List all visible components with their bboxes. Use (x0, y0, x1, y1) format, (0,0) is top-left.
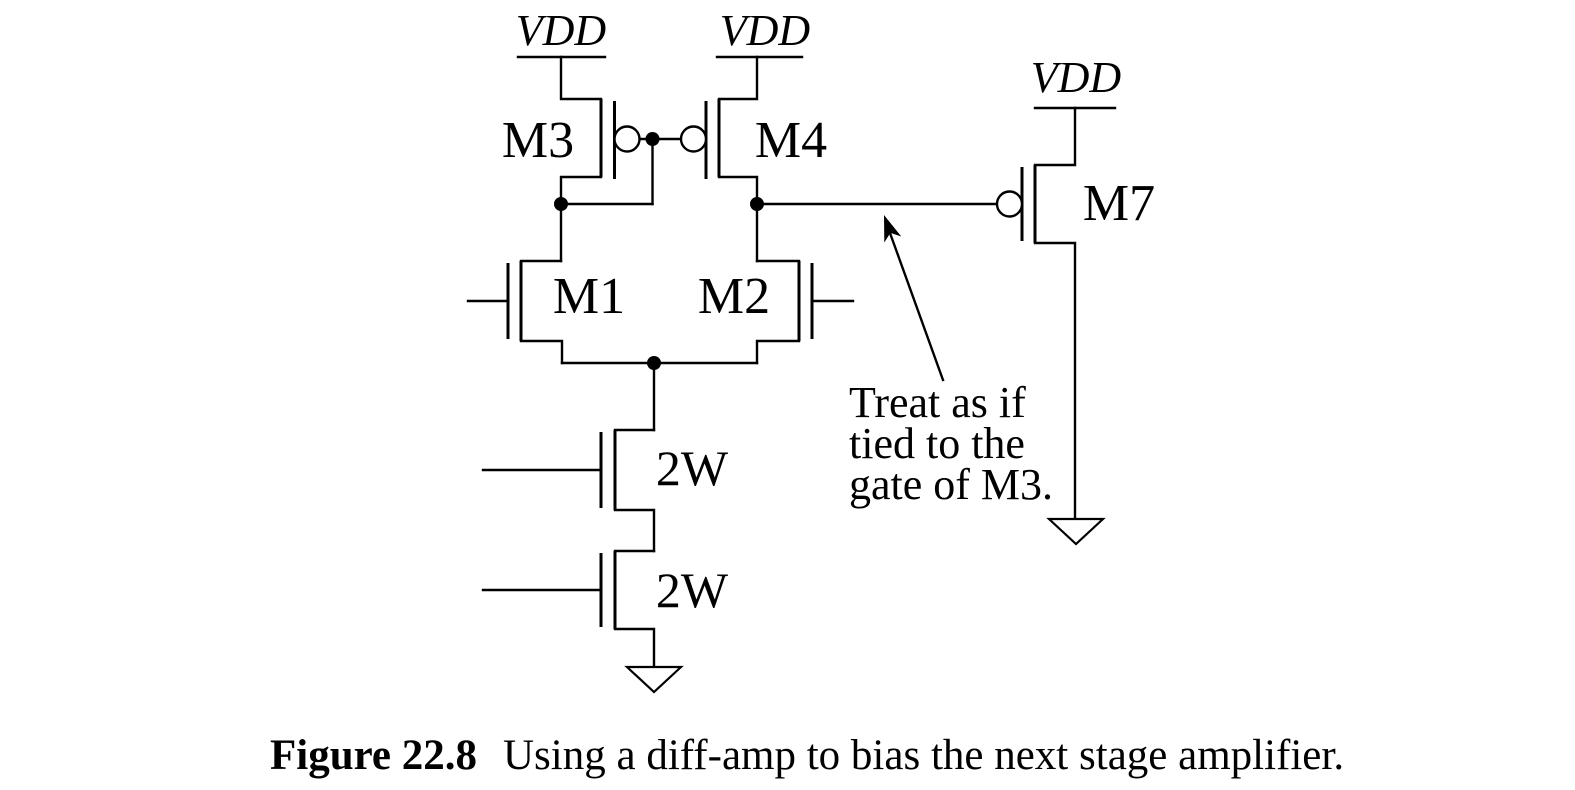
transistor-m7 (995, 165, 1037, 243)
figure-caption-text: Using a diff-amp to bias the next stage … (503, 732, 1344, 779)
annotation-line-3: gate of M3. (849, 460, 1053, 509)
ground-icon-m7 (1046, 517, 1106, 546)
ground-symbols (624, 517, 1106, 694)
node-dot-mirror-gates (645, 132, 660, 146)
label-m1: M1 (553, 268, 625, 325)
label-m3: M3 (502, 112, 574, 169)
arrowhead-icon (884, 215, 902, 243)
label-sink-bottom: 2W (656, 562, 729, 618)
node-dot-common-source (647, 356, 661, 370)
transistor-m2 (797, 261, 814, 341)
m4-drain-wire (717, 175, 759, 206)
m2-source-wire (755, 339, 801, 365)
ground-icon-tail (624, 665, 684, 694)
figure-caption-label: Figure 22.8 (270, 732, 477, 779)
transistor-sink-bottom (599, 551, 617, 629)
vdd-label-m4: VDD (720, 6, 811, 55)
m3-source-wire (559, 55, 603, 101)
arrow-shaft (888, 231, 945, 382)
m3-pmos-bubble-icon (613, 125, 641, 153)
annotation-line-2: tied to the (849, 419, 1025, 468)
m1-source-wire (519, 339, 564, 365)
label-m7: M7 (1083, 175, 1155, 232)
transistor-m1 (506, 261, 523, 341)
label-m2: M2 (698, 268, 770, 325)
label-sink-top: 2W (656, 440, 729, 496)
m7-drain-wire (1033, 241, 1077, 521)
labels: VDD VDD VDD M3 M4 M1 M2 M7 2W 2W Treat a… (270, 6, 1344, 779)
node-dot-m3-drain (554, 197, 568, 211)
m4-pmos-bubble-icon (679, 125, 708, 153)
m3-drain-wire (559, 175, 603, 206)
vdd-label-m7: VDD (1031, 53, 1122, 102)
sink-bottom-source-wire (613, 627, 656, 669)
sink-top-source-wire (613, 508, 656, 553)
vdd-label-m3: VDD (516, 6, 607, 55)
m7-source-wire (1033, 106, 1077, 167)
node-dot-m4-drain (750, 197, 764, 211)
connection-dots (554, 132, 764, 370)
m7-pmos-bubble-icon (995, 190, 1024, 218)
transistor-m3 (599, 99, 641, 179)
annotation-arrow (884, 215, 945, 382)
wires (466, 55, 1117, 669)
label-m4: M4 (755, 112, 827, 169)
transistor-m4 (679, 99, 721, 179)
annotation-line-1: Treat as if (849, 378, 1026, 427)
transistor-sink-top (599, 430, 617, 510)
m4-source-wire (717, 55, 759, 101)
